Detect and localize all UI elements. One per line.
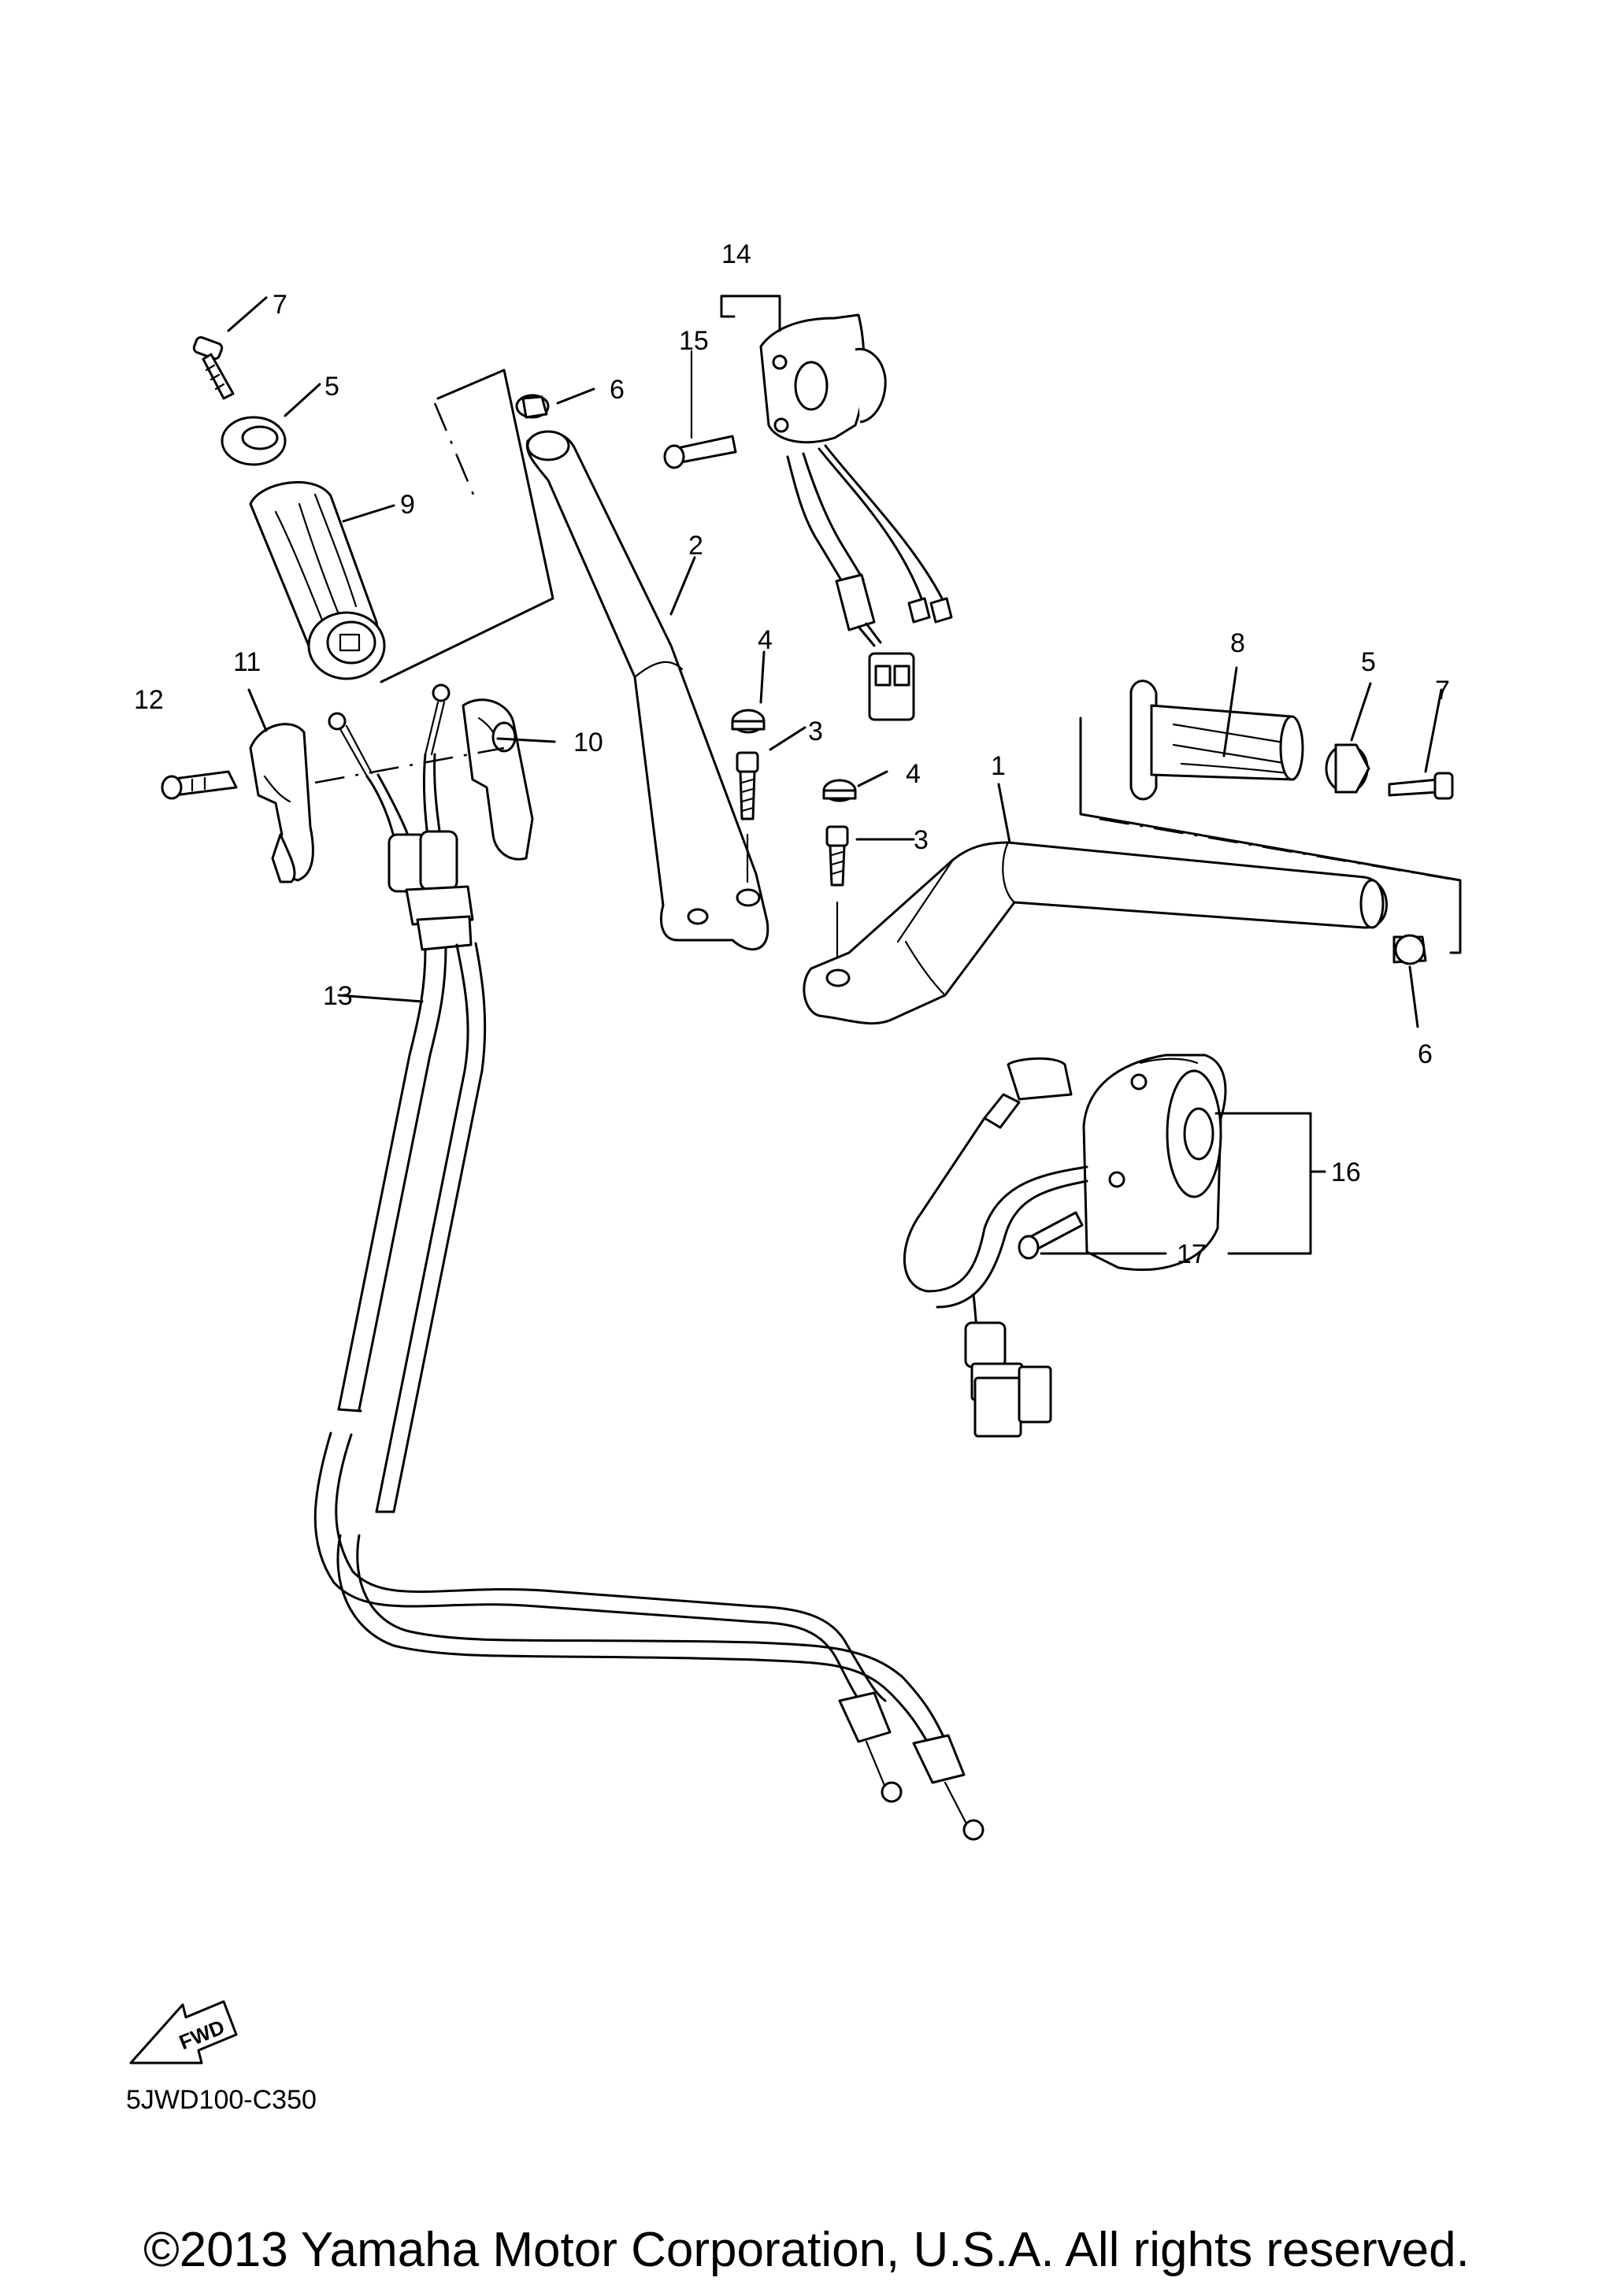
diagram-code: 5JWD100-C350 bbox=[126, 2085, 317, 2115]
callout-10: 10 bbox=[573, 728, 603, 757]
callout-1: 1 bbox=[991, 751, 1006, 781]
right-handlebar bbox=[803, 841, 1388, 1025]
callout-7-right: 7 bbox=[1435, 676, 1450, 705]
handlebar-bolt-right bbox=[822, 779, 857, 959]
end-weight-left bbox=[221, 416, 287, 466]
callout-14: 14 bbox=[721, 239, 751, 269]
callout-7-left: 7 bbox=[273, 290, 287, 320]
right-handlebar-switch bbox=[903, 1054, 1326, 1438]
callout-2: 2 bbox=[688, 531, 703, 561]
callout-6-right: 6 bbox=[1418, 1039, 1433, 1069]
callout-3-right: 3 bbox=[914, 825, 929, 855]
callout-9: 9 bbox=[400, 490, 415, 520]
left-handlebar-switch bbox=[663, 294, 953, 721]
callout-3-center: 3 bbox=[808, 717, 823, 746]
callout-16: 16 bbox=[1331, 1157, 1361, 1187]
right-grip-group bbox=[1079, 680, 1462, 965]
callout-8: 8 bbox=[1230, 628, 1245, 658]
callout-4-center: 4 bbox=[758, 625, 773, 655]
handlebar-bolt-center bbox=[731, 709, 766, 883]
callout-5-right: 5 bbox=[1361, 647, 1376, 677]
copyright-notice: ©2013 Yamaha Motor Corporation, U.S.A. A… bbox=[143, 2223, 1470, 2277]
callout-17: 17 bbox=[1177, 1239, 1207, 1269]
callout-13: 13 bbox=[323, 981, 353, 1011]
callout-6-left: 6 bbox=[610, 375, 625, 405]
callout-labels: 7 5 9 6 14 15 2 4 3 4 3 1 8 5 7 6 11 12 … bbox=[134, 239, 1450, 1269]
callout-4-right: 4 bbox=[906, 759, 921, 789]
callout-15: 15 bbox=[679, 326, 709, 356]
left-handlebar bbox=[515, 394, 769, 951]
throttle-housing bbox=[161, 683, 534, 883]
grip-left bbox=[249, 480, 386, 680]
leader-lines bbox=[227, 296, 1443, 1028]
callout-11: 11 bbox=[233, 647, 261, 677]
end-bolt-left bbox=[192, 335, 235, 400]
callout-5-left: 5 bbox=[324, 372, 339, 402]
throttle-cables bbox=[313, 753, 984, 1841]
left-grip-group bbox=[192, 335, 554, 683]
callout-12: 12 bbox=[134, 685, 164, 715]
forward-direction-badge: FWD bbox=[129, 2000, 238, 2065]
